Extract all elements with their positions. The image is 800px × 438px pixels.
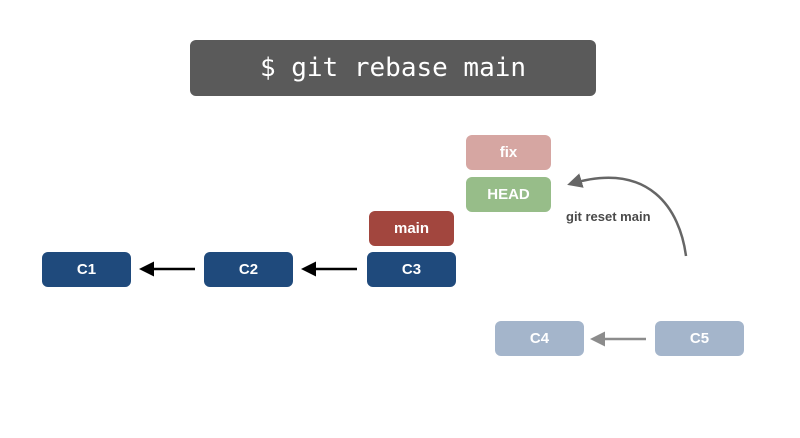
reset-annotation-text: git reset main [566, 209, 651, 224]
ref-main: main [369, 211, 454, 246]
ref-head: HEAD [466, 177, 551, 212]
command-banner: $ git rebase main [190, 40, 596, 96]
commit-c5-label: C5 [689, 330, 710, 347]
commit-c3: C3 [367, 252, 456, 287]
commit-c2: C2 [204, 252, 293, 287]
commit-c5: C5 [655, 321, 744, 356]
ref-main-label: main [393, 220, 429, 237]
commit-c4-label: C4 [529, 330, 550, 347]
ref-fix-label: fix [499, 144, 518, 161]
ref-fix: fix [466, 135, 551, 170]
ref-head-label: HEAD [487, 186, 530, 203]
commit-c3-label: C3 [401, 261, 422, 278]
reset-annotation: git reset main [566, 209, 651, 224]
command-text: $ git rebase main [259, 53, 527, 83]
commit-c4: C4 [495, 321, 584, 356]
commit-c2-label: C2 [238, 261, 259, 278]
arrow-reset-to-head [567, 173, 688, 257]
commit-c1-label: C1 [76, 261, 97, 278]
commit-c1: C1 [42, 252, 131, 287]
